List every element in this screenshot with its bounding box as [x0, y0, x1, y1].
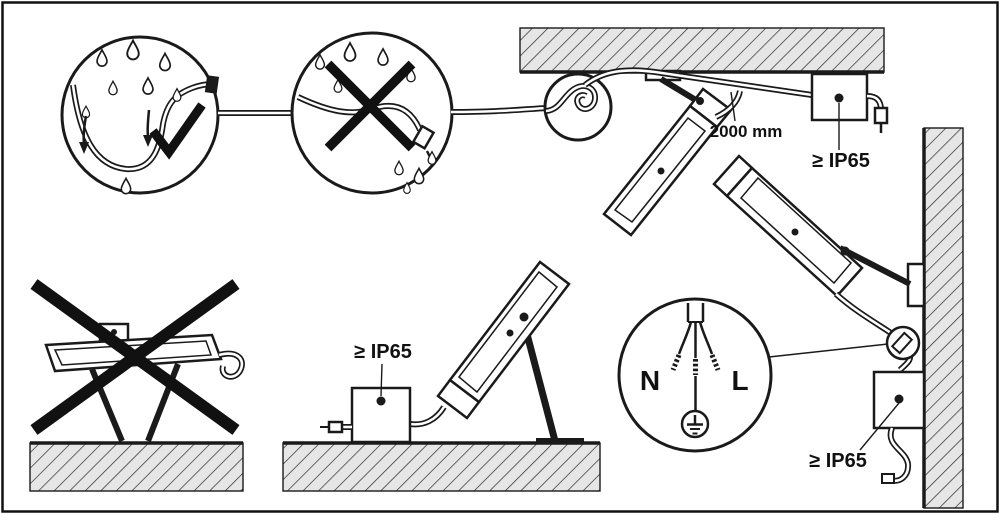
terminal-l-label: L	[731, 365, 748, 396]
dimension-leader-line	[730, 91, 736, 122]
ground-mount-assembly: ≥ IP65	[320, 260, 584, 444]
drip-loop-hook-magnifier	[543, 72, 613, 142]
cable-length-label: 2000 mm	[710, 122, 783, 141]
junction-box-ceiling	[810, 72, 889, 133]
ceiling-mount-assembly: 2000 mm ≥ IP65	[583, 67, 889, 237]
earth-ground-symbol	[680, 409, 710, 439]
ground-surface-left	[29, 441, 244, 492]
wall-mount-assembly: ≥ IP65	[712, 154, 926, 484]
wall-bracket-plate	[906, 262, 926, 308]
floodlight-ceiling	[602, 87, 733, 237]
ceiling-surface	[519, 27, 885, 74]
ip65-label-ceiling: ≥ IP65	[812, 150, 870, 172]
bracket-arm	[838, 245, 912, 287]
ip65-label-wall: ≥ IP65	[809, 450, 867, 472]
ip65-label-ground: ≥ IP65	[354, 341, 412, 363]
ip65-leader-line	[380, 363, 383, 397]
junction-box-ground	[320, 386, 412, 444]
ip65-leader-line	[859, 402, 900, 451]
terminal-n-label: N	[640, 365, 660, 396]
detail-leader-line	[768, 343, 889, 358]
no-drip-loop-prohibited-detail	[290, 31, 454, 195]
cross-icon	[324, 60, 416, 152]
prohibited-cross-icon	[30, 279, 240, 435]
cable-connector-icon	[204, 75, 220, 94]
connecting-cable-right	[450, 105, 547, 115]
bracket-arm	[659, 76, 701, 105]
down-arrow-icon	[79, 109, 153, 154]
cable-connector-icon	[411, 124, 436, 151]
floodlight-ground	[436, 260, 584, 442]
wiring-terminal-detail: N L	[617, 297, 773, 453]
junction-box-wall	[872, 370, 926, 484]
cable-gland-icon	[890, 331, 914, 355]
cable-gland-magnifier	[885, 325, 921, 361]
stripped-wires-icon	[670, 321, 721, 411]
checkmark-icon	[149, 102, 206, 160]
wall-surface	[922, 127, 964, 509]
prohibited-flat-mounting	[30, 279, 245, 443]
ground-surface-middle	[282, 441, 601, 492]
floodlight-wall	[712, 154, 864, 298]
drip-loop-correct-detail	[60, 35, 220, 195]
